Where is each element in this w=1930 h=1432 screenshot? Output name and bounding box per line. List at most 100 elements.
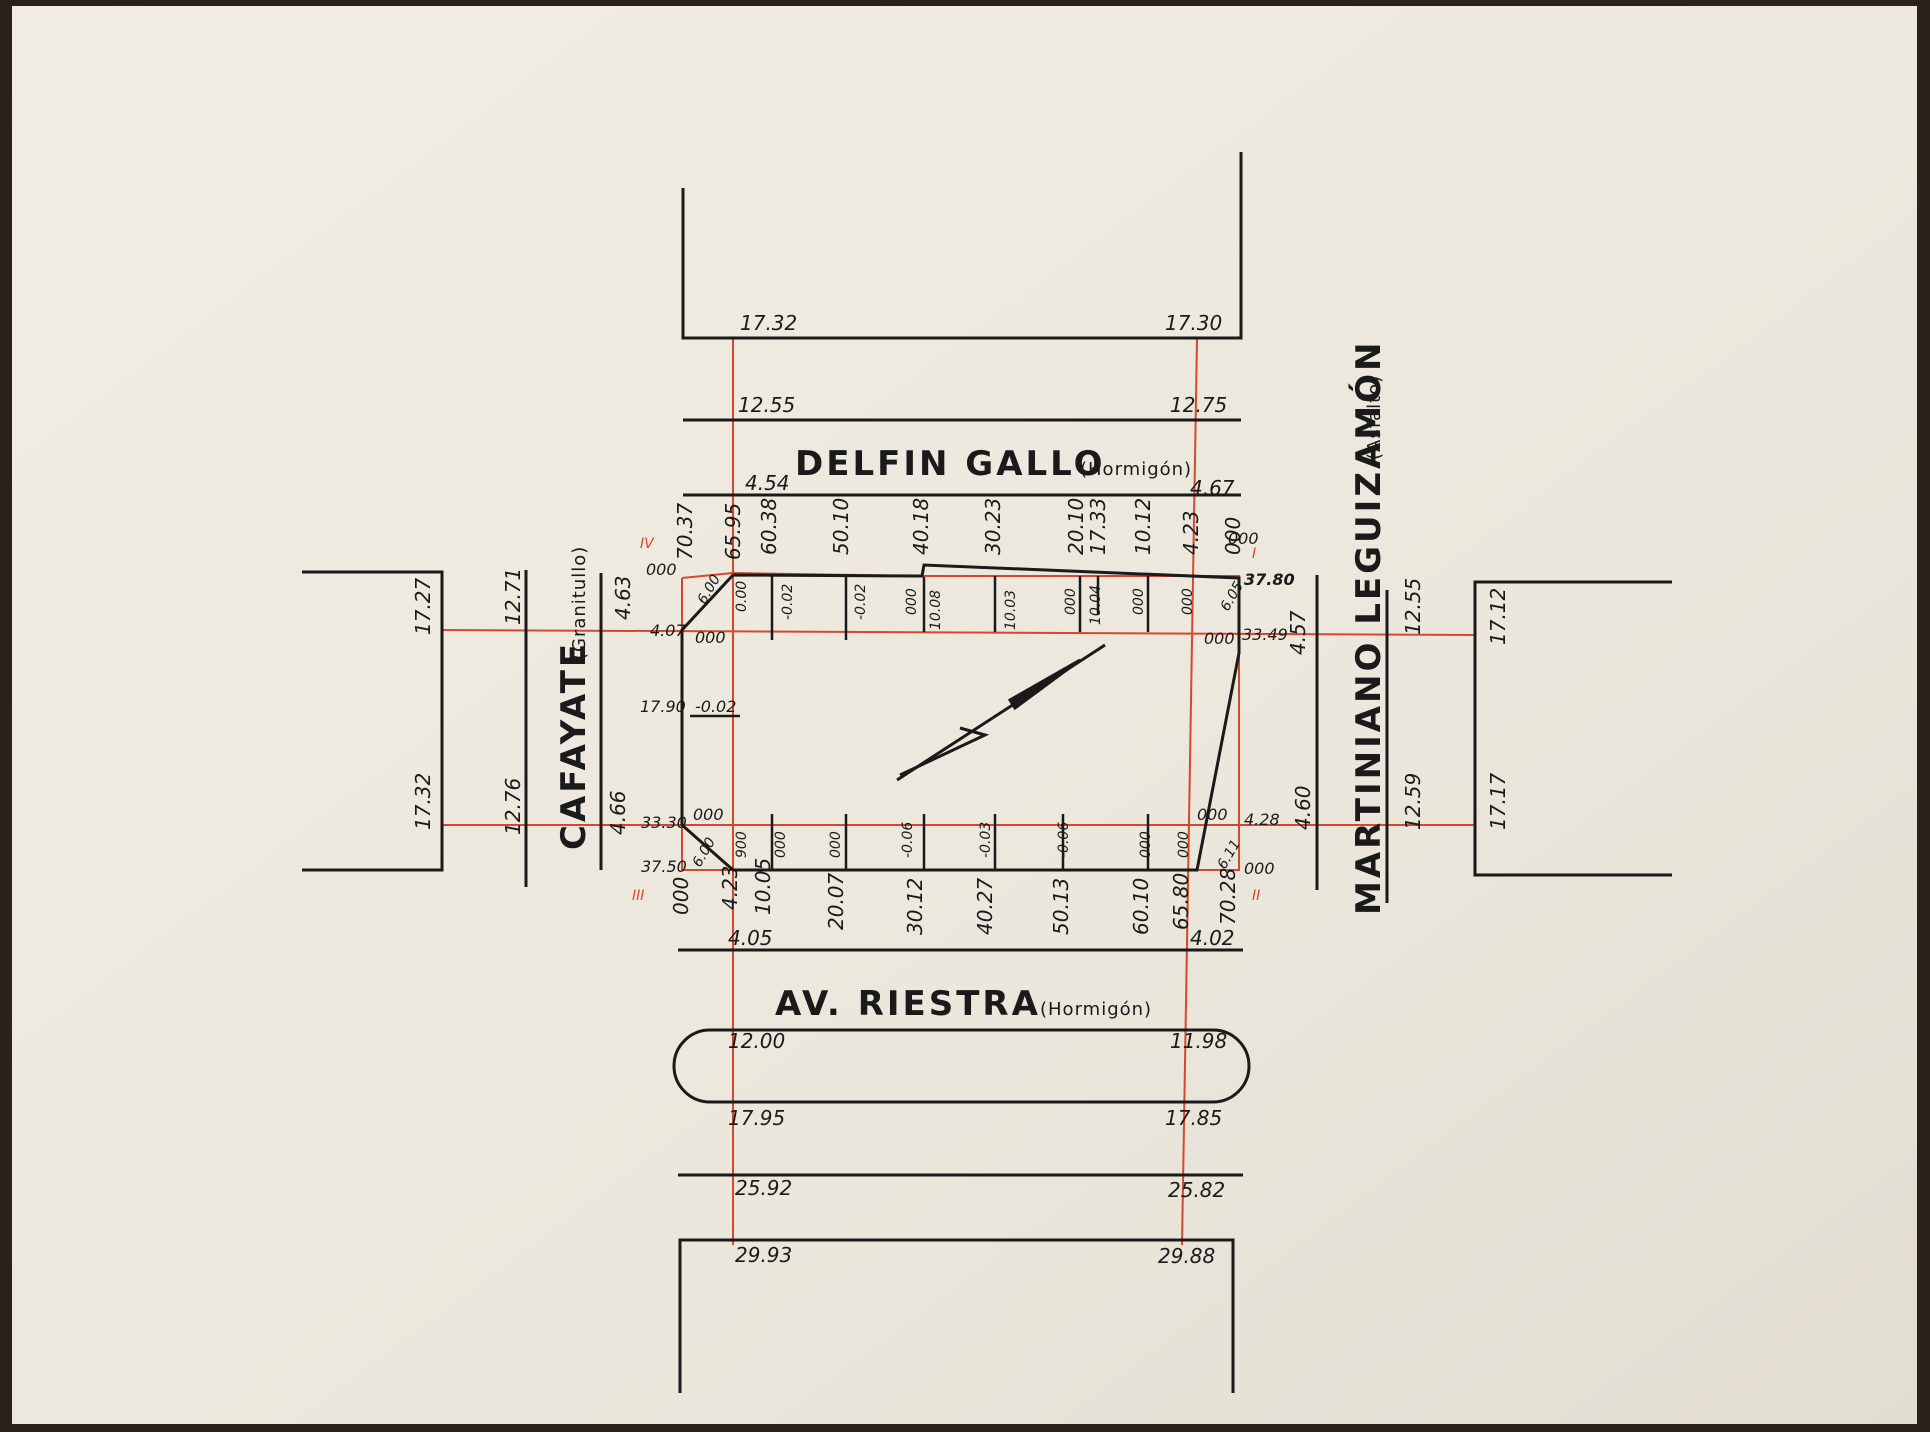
bottom-chain-1: 000 (669, 877, 693, 915)
bottom-offset-2: 900 (734, 831, 750, 858)
street-material-west: (Granitullo) (569, 546, 590, 660)
bottom-chain-10: 70.28 (1216, 868, 1240, 925)
dist-east-s-1: 4.60 (1291, 785, 1315, 830)
dist-west-s-3: 4.66 (606, 790, 630, 835)
bottom-chain-6: 40.27 (973, 877, 997, 935)
dist-east-s-3: 17.17 (1486, 772, 1510, 830)
dist-north-w-2: 12.55 (738, 393, 795, 417)
west-chain-7: 000 (693, 805, 724, 824)
bottom-chain-5: 30.12 (903, 878, 927, 935)
dist-west-n-2: 12.71 (501, 568, 525, 625)
offset-ticks (690, 576, 1150, 870)
north-arrow-icon (896, 643, 1106, 782)
street-material-south: (Hormigón) (1040, 999, 1152, 1020)
west-chain-6: 33.30 (641, 813, 687, 832)
street-name-north: DELFIN GALLO (795, 444, 1106, 484)
top-offset-7: 10.03 (1003, 590, 1019, 630)
bottom-offset-7: -0.06 (1056, 822, 1072, 858)
west-chain-8: 37.50 (641, 857, 687, 876)
top-offset-2: 0.00 (734, 581, 750, 612)
dist-south-w-4: 25.92 (735, 1176, 792, 1200)
east-chain-5: 4.28 (1244, 810, 1280, 829)
east-chain-3: 33.49 (1242, 625, 1288, 644)
bottom-chain-8: 60.10 (1129, 878, 1153, 935)
east-chain-1: 000 (1228, 529, 1259, 548)
top-chain-10: 4.23 (1179, 510, 1203, 555)
corner-label-iii: III (632, 888, 644, 904)
dist-west-n-1: 17.27 (411, 577, 435, 635)
dist-north-e-3: 4.67 (1190, 476, 1235, 500)
red-reference-lines (441, 337, 1476, 1246)
bottom-chain-9: 65.80 (1169, 873, 1193, 930)
paper-background (12, 6, 1917, 1424)
top-offset-8: 000 (1063, 588, 1079, 615)
bottom-offset-4: 000 (828, 831, 844, 858)
top-offset-3: -0.02 (780, 584, 796, 620)
bottom-chain-7: 50.13 (1049, 878, 1073, 935)
dist-south-e-3: 17.85 (1165, 1106, 1222, 1130)
dist-south-e-4: 25.82 (1168, 1178, 1225, 1202)
east-chain-6: 000 (1197, 805, 1228, 824)
corner-label-ii: II (1252, 888, 1260, 904)
dist-east-s-2: 12.59 (1401, 773, 1425, 830)
top-chain-11: 000 (1221, 517, 1245, 555)
bottom-offset-8: 000 (1138, 831, 1154, 858)
east-chain-4: 000 (1204, 629, 1235, 648)
top-offset-10: 000 (1131, 588, 1147, 615)
top-chain-4: 50.10 (829, 498, 853, 555)
top-offset-9: 10.04 (1088, 585, 1104, 625)
bottom-offset-3: 000 (773, 831, 789, 858)
east-chain-2: 37.80 (1244, 570, 1295, 589)
dist-east-n-1: 4.57 (1286, 610, 1310, 655)
dist-south-e-2: 11.98 (1170, 1029, 1227, 1053)
top-offset-5: 000 (904, 588, 920, 615)
bottom-chain-4: 20.07 (824, 872, 848, 930)
street-material-east: (Asfalto) (1364, 375, 1385, 460)
top-chain-2: 65.95 (721, 503, 745, 560)
top-offsets: 6.00 0.00 -0.02 -0.02 000 10.08 10.03 00… (695, 572, 1247, 630)
bottom-chain-2: 4.23 (718, 865, 742, 910)
dist-north-w-1: 17.32 (740, 311, 797, 335)
east-chain-7: 000 (1244, 859, 1275, 878)
dist-west-n-3: 4.63 (611, 575, 635, 620)
dist-east-n-2: 12.55 (1401, 578, 1425, 635)
dist-south-e-5: 29.88 (1158, 1244, 1215, 1268)
dist-north-e-2: 12.75 (1170, 393, 1227, 417)
dist-north-e-1: 17.30 (1165, 311, 1222, 335)
top-chain-3: 60.38 (757, 498, 781, 555)
top-chain-7: 20.10 (1064, 498, 1088, 555)
corner-label-iv: IV (640, 536, 655, 552)
top-chain-6: 30.23 (981, 498, 1005, 555)
dist-south-w-2: 12.00 (728, 1029, 785, 1053)
street-name-west: CAFAYATE (554, 641, 594, 850)
west-chain-5: -0.02 (695, 697, 736, 716)
dist-south-e-1: 4.02 (1190, 926, 1235, 950)
top-offset-11: 000 (1180, 588, 1196, 615)
corner-label-i: I (1252, 546, 1256, 562)
top-chain-9: 10.12 (1131, 498, 1155, 555)
street-material-north: (Hormigón) (1080, 459, 1192, 480)
street-name-east: MARTINIANO LEGUIZAMÓN (1348, 340, 1389, 915)
bottom-chain-3: 10.05 (751, 858, 775, 915)
west-chain-1: 000 (646, 560, 677, 579)
top-offset-6: 10.08 (928, 590, 944, 630)
top-chain-1: 70.37 (673, 502, 697, 560)
top-chain-5: 40.18 (909, 498, 933, 555)
west-chain-2: 4.07 (650, 621, 686, 640)
dist-south-w-3: 17.95 (728, 1106, 785, 1130)
dist-south-w-5: 29.93 (735, 1243, 792, 1267)
dist-south-w-1: 4.05 (728, 926, 773, 950)
bottom-offset-6: -0.03 (978, 822, 994, 858)
dist-north-w-3: 4.54 (745, 471, 790, 495)
west-chain-4: 17.90 (640, 697, 686, 716)
street-name-south: AV. RIESTRA (775, 984, 1041, 1024)
west-chain-3: 000 (695, 628, 726, 647)
top-offset-4: -0.02 (853, 584, 869, 620)
dist-east-n-3: 17.12 (1486, 588, 1510, 645)
dist-west-s-1: 17.32 (411, 773, 435, 830)
top-chain-8: 17.33 (1086, 498, 1110, 555)
dist-west-s-2: 12.76 (501, 778, 525, 835)
street-outlines (302, 152, 1672, 1393)
bottom-offset-9: 000 (1176, 831, 1192, 858)
